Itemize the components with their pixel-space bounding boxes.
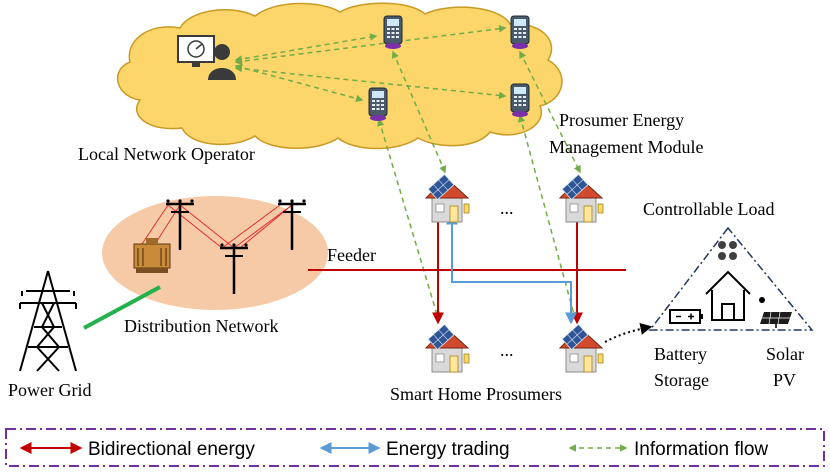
transformer-icon — [133, 238, 171, 273]
smart-meter-icon — [510, 15, 530, 50]
appliances-icon — [718, 241, 737, 260]
ellipsis-top: ... — [500, 198, 514, 218]
smart-home-icon — [559, 323, 604, 373]
bidirectional-energy-lines — [432, 209, 583, 325]
controllable-load-area — [648, 226, 814, 331]
operator-cloud — [116, 2, 563, 150]
smart-meter-icon — [510, 83, 530, 118]
distribution-network-label: Distribution Network — [124, 316, 279, 336]
legend-bidirectional-label: Bidirectional energy — [88, 439, 255, 460]
smart-meter-icon — [383, 15, 403, 50]
local-network-operator-label: Local Network Operator — [78, 144, 255, 164]
battery-icon — [669, 309, 703, 324]
grid-connection-line — [83, 285, 161, 330]
operator-icon — [177, 35, 236, 80]
smart-home-icon — [425, 173, 470, 223]
legend-trading-label: Energy trading — [386, 439, 510, 460]
solar-label-line2: PV — [773, 370, 796, 390]
smart-home-icon — [559, 173, 604, 223]
battery-label-line2: Storage — [654, 370, 709, 390]
controllable-load-label: Controllable Load — [643, 199, 774, 219]
smart-home-prosumers-label: Smart Home Prosumers — [390, 384, 562, 404]
power-grid-label: Power Grid — [8, 380, 92, 400]
load-connector — [604, 322, 653, 343]
legend-information-label: Information flow — [634, 439, 768, 460]
pemm-label-line2: Management Module — [549, 137, 703, 157]
battery-label-line1: Battery — [654, 344, 707, 364]
pemm-label-line1: Prosumer Energy — [559, 110, 684, 130]
feeder-label: Feeder — [327, 245, 376, 265]
smart-meter-icon — [368, 87, 388, 122]
energy-trading-line — [446, 212, 577, 325]
solar-label-line1: Solar — [766, 344, 804, 364]
distribution-network-area — [102, 196, 328, 310]
smart-home-icon — [425, 323, 470, 373]
legend: Bidirectional energy Energy trading Info… — [5, 428, 825, 467]
ellipsis-bottom: ... — [500, 340, 514, 360]
solar-panel-icon — [759, 297, 792, 328]
house-outline-icon — [705, 270, 751, 321]
transmission-tower-icon — [19, 270, 77, 372]
